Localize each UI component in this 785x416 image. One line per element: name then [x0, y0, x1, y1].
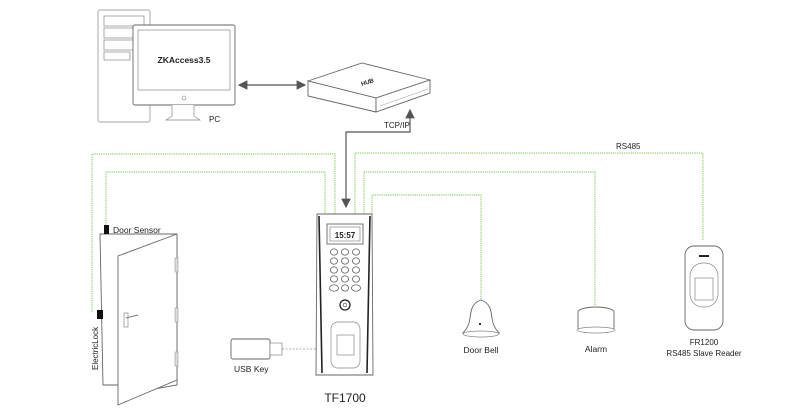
- network-hub-icon: [306, 62, 432, 113]
- pc: ZKAccess3.5 PC: [97, 9, 236, 124]
- keypad-key: [341, 266, 349, 274]
- alarm-siren-icon: [576, 306, 616, 334]
- hub: HUB: [306, 62, 432, 113]
- electric-lock-label: ElectricLock: [91, 326, 100, 370]
- fr1200-slave-reader: FR1200 RS485 Slave Reader: [666, 245, 742, 358]
- keypad-key: [330, 257, 338, 265]
- door-sensor-icon: [104, 225, 109, 234]
- door-sensor-label: Door Sensor: [113, 225, 161, 235]
- electric-lock-icon: [97, 310, 103, 319]
- usb-stick-icon: [230, 338, 283, 360]
- tcpip-link: [341, 108, 415, 209]
- device-label: TF1700: [324, 391, 366, 405]
- tf1700-device: 15:57 TF1700: [315, 213, 374, 405]
- rs485-label: RS485: [616, 142, 641, 151]
- keypad-key: [341, 248, 349, 256]
- door: Door Sensor ElectricLock: [91, 225, 179, 406]
- keypad-key: [330, 248, 338, 256]
- wire-door-sensor: [105, 171, 326, 230]
- hub-label: HUB: [361, 78, 376, 88]
- alarm-label: Alarm: [585, 344, 607, 354]
- door-icon: [99, 233, 179, 406]
- keypad-key: [352, 257, 360, 265]
- alarm: Alarm: [576, 306, 616, 354]
- keypad-key: [352, 266, 360, 274]
- monitor-icon: [132, 24, 236, 121]
- door-bell-label: Door Bell: [464, 345, 499, 355]
- tcpip-label: TCP/IP: [384, 121, 410, 130]
- usb-key-label: USB Key: [234, 364, 269, 374]
- keypad-key: [352, 275, 360, 283]
- wire-door-bell: [371, 194, 482, 300]
- device-display-time: 15:57: [335, 231, 356, 240]
- fingerprint-sensor-icon: [330, 321, 361, 369]
- keypad: [329, 248, 361, 292]
- usb-key: USB Key: [230, 338, 283, 374]
- wire-alarm: [363, 171, 596, 306]
- keypad-key: [352, 248, 360, 256]
- slave-reader-model: FR1200: [690, 338, 719, 347]
- keypad-key: [329, 284, 339, 292]
- keypad-key: [351, 284, 361, 292]
- bell-icon: [461, 299, 501, 338]
- keypad-key: [341, 284, 349, 292]
- keypad-key: [341, 275, 349, 283]
- keypad-key: [330, 275, 338, 283]
- slave-reader-icon: [684, 245, 724, 331]
- wire-rs485: [354, 152, 704, 240]
- slave-reader-description: RS485 Slave Reader: [666, 349, 741, 358]
- wire-electric-lock: [91, 153, 336, 312]
- keypad-key: [341, 257, 349, 265]
- keypad-key: [330, 266, 338, 274]
- pc-screen-text: ZKAccess3.5: [158, 55, 211, 65]
- pc-label: PC: [209, 115, 220, 124]
- door-bell: Door Bell: [461, 299, 501, 355]
